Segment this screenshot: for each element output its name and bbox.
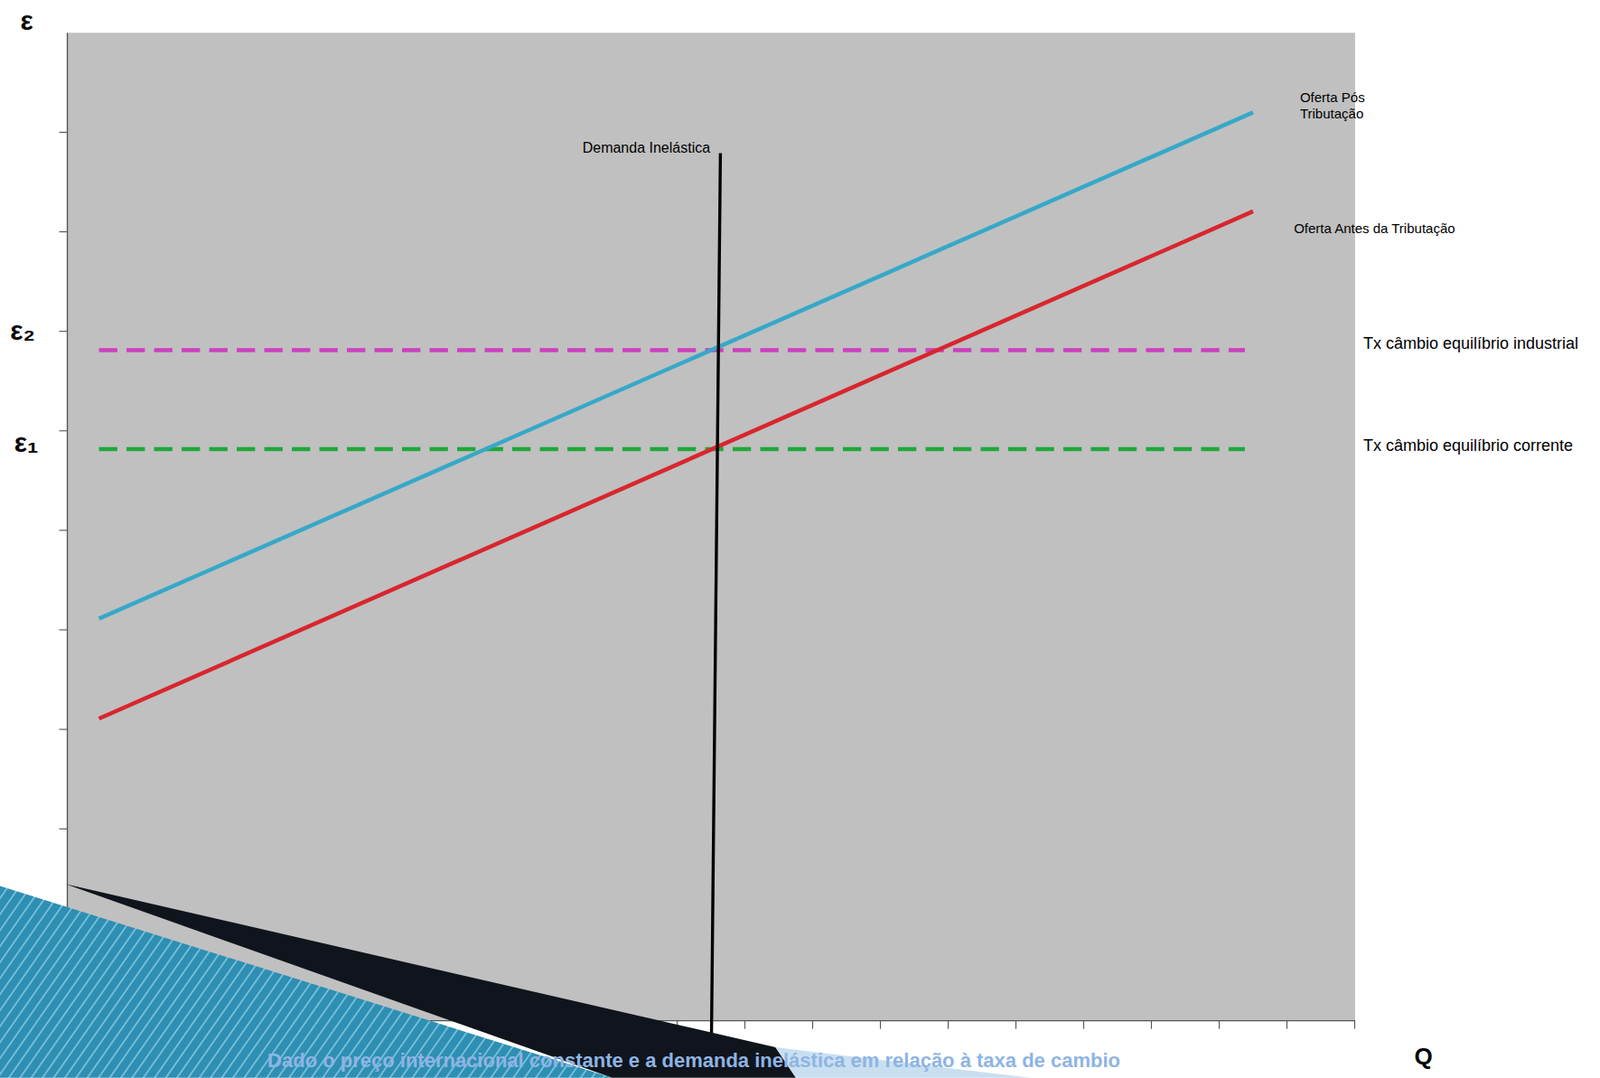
industrial-rate-line bbox=[99, 347, 1245, 353]
y-axis bbox=[66, 32, 68, 1020]
line-label: Tx câmbio equilíbrio industrial bbox=[1363, 334, 1588, 355]
tick bbox=[59, 231, 68, 233]
supply-before-tax bbox=[99, 211, 1254, 719]
tick bbox=[59, 430, 68, 431]
curve-label: Oferta Pós Tributação bbox=[1300, 89, 1421, 122]
curve-label: Demanda Inelástica bbox=[449, 139, 711, 157]
axis-ticks bbox=[59, 131, 1356, 1029]
tick bbox=[1286, 1020, 1288, 1030]
tick bbox=[879, 1020, 881, 1030]
curve-label: Oferta Antes da Tributação bbox=[1287, 220, 1461, 237]
tick bbox=[1015, 1020, 1017, 1030]
plot-area bbox=[67, 32, 1356, 1020]
tick bbox=[1150, 1020, 1152, 1030]
x-axis-symbol: Q bbox=[1413, 1042, 1432, 1071]
tick bbox=[59, 729, 68, 730]
y-axis-symbol: ε bbox=[20, 4, 34, 38]
tick bbox=[744, 1020, 746, 1030]
tick bbox=[59, 330, 68, 332]
rate-symbol: ε₁ bbox=[14, 426, 39, 459]
tick bbox=[1218, 1020, 1220, 1030]
line-label: Tx câmbio equilíbrio corrente bbox=[1363, 436, 1588, 457]
tick bbox=[59, 131, 68, 133]
tick bbox=[59, 828, 68, 830]
tick bbox=[1354, 1020, 1356, 1030]
tick bbox=[812, 1020, 814, 1030]
tick bbox=[1083, 1020, 1085, 1030]
supply-after-tax bbox=[99, 112, 1254, 618]
demand-line bbox=[711, 153, 721, 1062]
tick bbox=[59, 529, 68, 531]
caption: Dado o preço internacional constante e a… bbox=[267, 1048, 1121, 1073]
tick bbox=[947, 1020, 949, 1030]
current-rate-line bbox=[99, 447, 1245, 452]
tick bbox=[59, 628, 68, 630]
rate-symbol: ε₂ bbox=[9, 314, 36, 347]
